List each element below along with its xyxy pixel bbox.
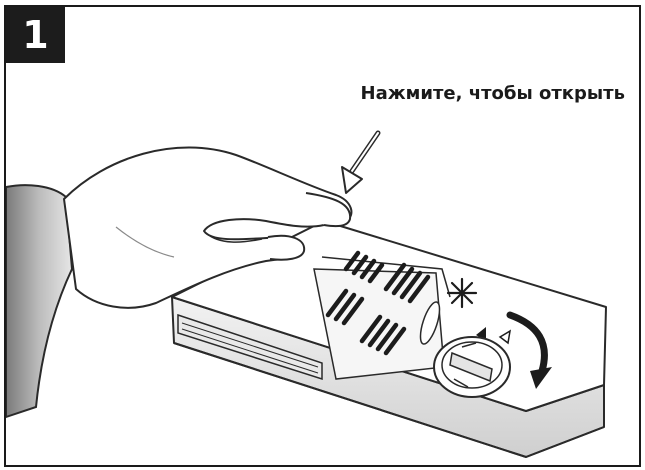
instruction-panel: 1 Нажмите, чтобы открыть — [4, 5, 641, 467]
step-number-badge: 1 — [6, 7, 65, 63]
dispenser-illustration — [6, 7, 639, 465]
sparkle-icon — [448, 279, 476, 307]
rinse-aid-dial — [434, 337, 510, 397]
instruction-caption: Нажмите, чтобы открыть — [361, 83, 625, 105]
press-arrow-icon — [342, 133, 378, 193]
